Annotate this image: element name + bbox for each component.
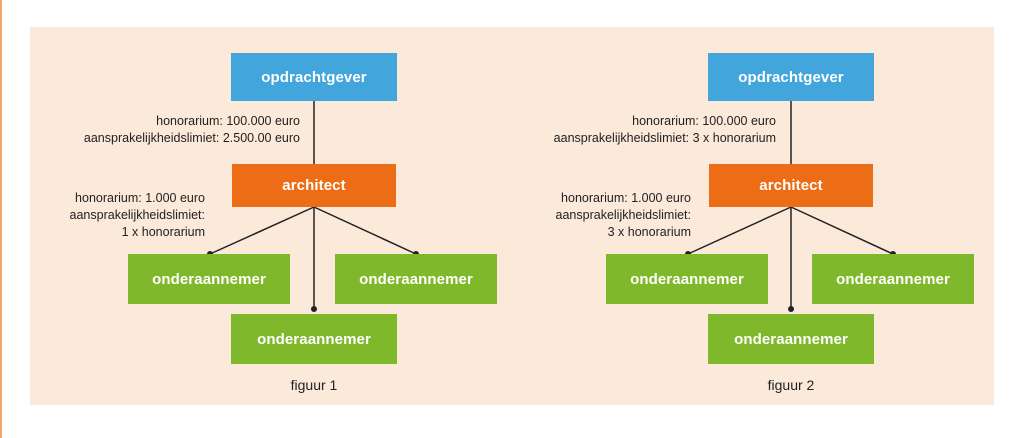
architect-sub-left-connector — [687, 206, 792, 255]
figure-caption: figuur 2 — [767, 377, 815, 393]
sub-center-connector-dot — [788, 306, 794, 312]
architect-box: architect — [709, 164, 873, 207]
subcontractor-box-center: onderaannemer — [708, 314, 874, 364]
architect-sub-right-connector — [790, 206, 894, 255]
bottom-fee-label: honorarium: 1.000 euro — [561, 191, 691, 205]
architect-sub-left-connector — [209, 206, 315, 255]
subcontractor-box-left: onderaannemer — [606, 254, 768, 304]
bottom-limit-label-line2: 1 x honorarium — [121, 225, 205, 239]
figure-2-connectors — [685, 101, 896, 312]
subcontractor-box-right: onderaannemer — [335, 254, 497, 304]
architect-sub-right-connector — [313, 206, 417, 255]
bottom-link-labels: honorarium: 1.000 euro aansprakelijkheid… — [556, 190, 691, 241]
top-fee-label: honorarium: 100.000 euro — [632, 114, 776, 128]
figure-1: opdrachtgever honorarium: 100.000 euro a… — [30, 27, 512, 405]
client-box: opdrachtgever — [708, 53, 874, 101]
left-accent-rule — [0, 0, 2, 438]
figure-2: opdrachtgever honorarium: 100.000 euro a… — [512, 27, 994, 405]
bottom-limit-label-line1: aansprakelijkheidslimiet: — [555, 208, 691, 222]
top-limit-label: aansprakelijkheidslimiet: 3 x honorarium — [553, 131, 776, 145]
sub-center-connector-dot — [311, 306, 317, 312]
figure-caption: figuur 1 — [290, 377, 338, 393]
bottom-limit-label-line1: aansprakelijkheidslimiet: — [69, 208, 205, 222]
top-link-labels: honorarium: 100.000 euro aansprakelijkhe… — [84, 113, 300, 147]
architect-box: architect — [232, 164, 396, 207]
top-limit-label: aansprakelijkheidslimiet: 2.500.00 euro — [83, 131, 300, 145]
bottom-link-labels: honorarium: 1.000 euro aansprakelijkheid… — [70, 190, 205, 241]
top-fee-label: honorarium: 100.000 euro — [156, 114, 300, 128]
subcontractor-box-center: onderaannemer — [231, 314, 397, 364]
subcontractor-box-left: onderaannemer — [128, 254, 290, 304]
diagram-panel: opdrachtgever honorarium: 100.000 euro a… — [30, 27, 994, 405]
client-box: opdrachtgever — [231, 53, 397, 101]
bottom-limit-label-line2: 3 x honorarium — [607, 225, 691, 239]
subcontractor-box-right: onderaannemer — [812, 254, 974, 304]
bottom-fee-label: honorarium: 1.000 euro — [75, 191, 205, 205]
top-link-labels: honorarium: 100.000 euro aansprakelijkhe… — [554, 113, 776, 147]
